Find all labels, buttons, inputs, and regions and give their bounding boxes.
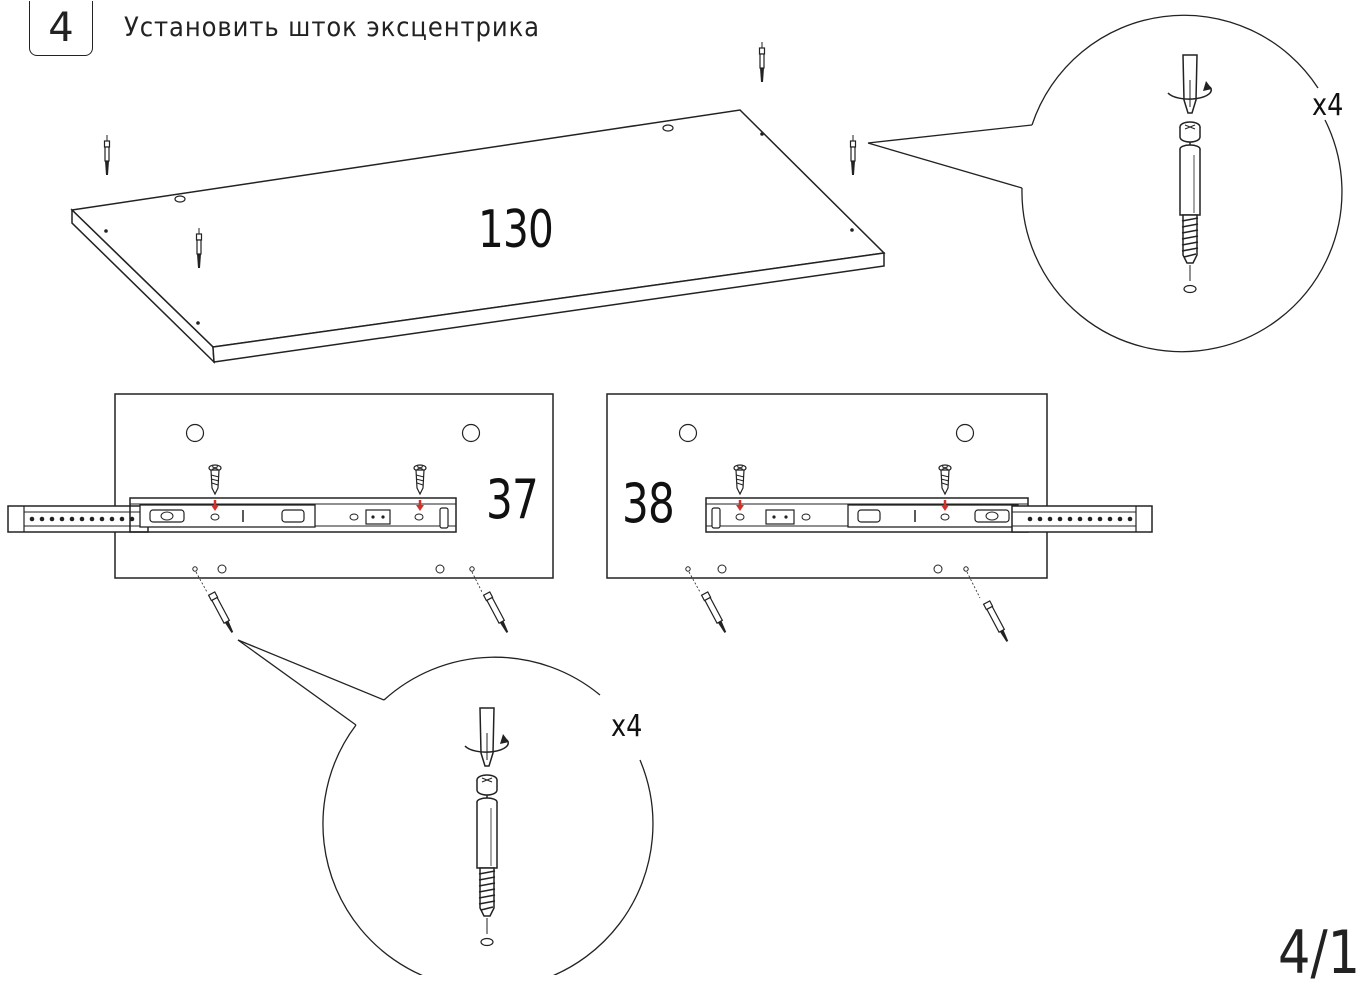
top-panel [70, 41, 886, 364]
quantity-label-top: x4 [1312, 88, 1344, 123]
cam-bolt-detail-icon [464, 707, 510, 947]
cam-bolt-icon [849, 134, 857, 176]
right-drawer-side [606, 393, 1153, 642]
top-callout [867, 14, 1343, 353]
bottom-callout [237, 639, 654, 975]
cam-bolt-icon [482, 591, 509, 633]
cam-bolt-icon [103, 134, 111, 176]
page-number: 4/1 [1278, 918, 1361, 988]
step-number-box: 4 [29, 1, 93, 56]
step-number: 4 [48, 5, 74, 51]
part-number-top-panel: 130 [478, 200, 554, 260]
part-number-left-side: 37 [486, 468, 539, 531]
cam-bolt-icon [982, 600, 1009, 642]
drawer-slide-icon [7, 497, 457, 533]
drawer-slide-icon [705, 497, 1153, 533]
part-number-right-side: 38 [622, 472, 675, 535]
step-title: Установить шток эксцентрика [124, 12, 540, 43]
cam-bolt-detail-icon [1167, 54, 1213, 294]
left-drawer-side [7, 393, 554, 633]
quantity-label-bottom: x4 [611, 709, 643, 744]
cam-bolt-icon [700, 591, 727, 633]
cam-bolt-icon [758, 41, 766, 83]
cam-bolt-icon [207, 591, 234, 633]
